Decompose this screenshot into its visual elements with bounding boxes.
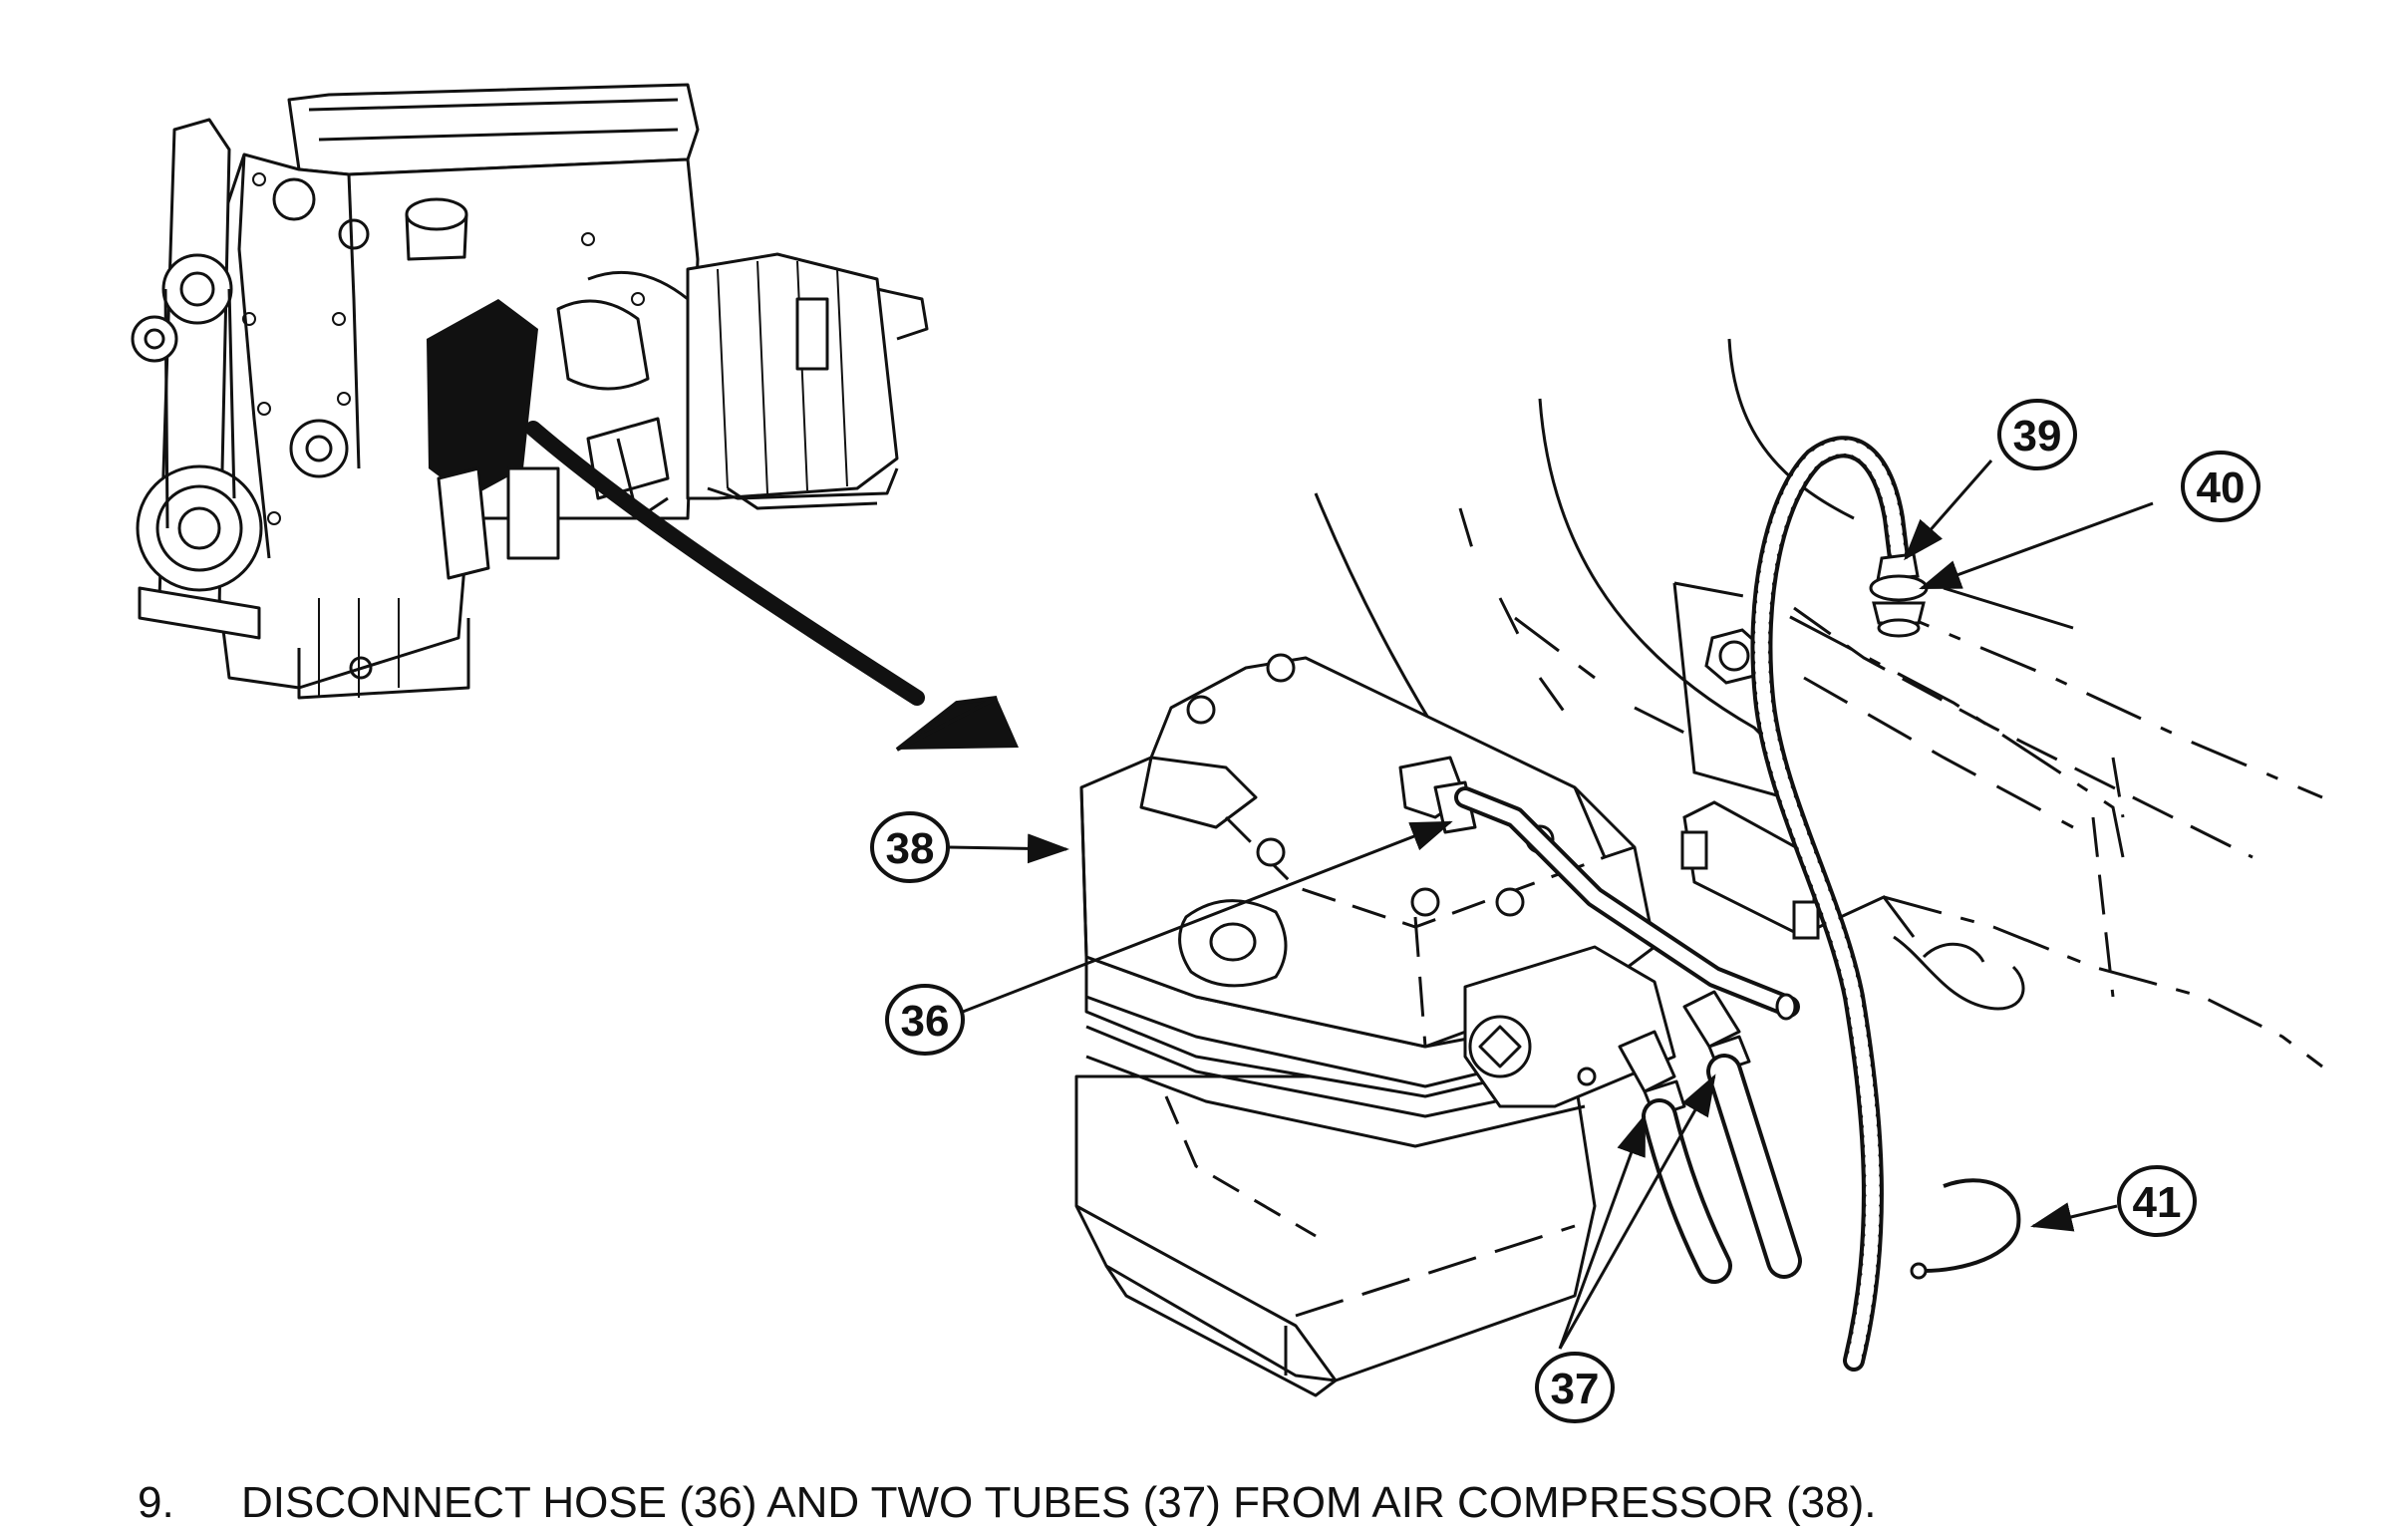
callout-37-label: 37 bbox=[1551, 1365, 1600, 1413]
detail-pointer-arrowhead bbox=[897, 698, 1019, 750]
tubes-37 bbox=[1618, 990, 1802, 1284]
detail-pointer-arrow bbox=[525, 421, 925, 706]
clamp-41 bbox=[1923, 1178, 2021, 1273]
air-compressor-diagram: 38 36 37 39 40 41 bbox=[131, 83, 2323, 1423]
callout-36: 36 bbox=[885, 984, 965, 1056]
callout-40: 40 bbox=[2181, 451, 2260, 522]
callout-39-label: 39 bbox=[2013, 412, 2062, 460]
callout-39: 39 bbox=[1997, 399, 2077, 470]
callout-38: 38 bbox=[870, 811, 950, 883]
callout-37: 37 bbox=[1535, 1352, 1615, 1423]
harness-39-40 bbox=[1750, 436, 1929, 1372]
instruction-step: 9. DISCONNECT HOSE (36) AND TWO TUBES (37… bbox=[138, 1475, 2330, 1531]
callout-36-label: 36 bbox=[901, 997, 950, 1046]
engine-overview-illustration bbox=[131, 83, 929, 700]
hose-36 bbox=[1398, 756, 1800, 1021]
callout-38-label: 38 bbox=[886, 824, 935, 873]
callout-40-label: 40 bbox=[2197, 463, 2246, 512]
air-compressor bbox=[1074, 653, 1676, 1397]
callout-41: 41 bbox=[2117, 1165, 2197, 1237]
step-number: 9. bbox=[138, 1478, 174, 1527]
callout-41-label: 41 bbox=[2133, 1178, 2182, 1227]
leader-lines bbox=[948, 459, 2154, 1350]
engine-housing-outline bbox=[1314, 338, 2323, 1069]
step-text: DISCONNECT HOSE (36) AND TWO TUBES (37) … bbox=[241, 1478, 1877, 1527]
